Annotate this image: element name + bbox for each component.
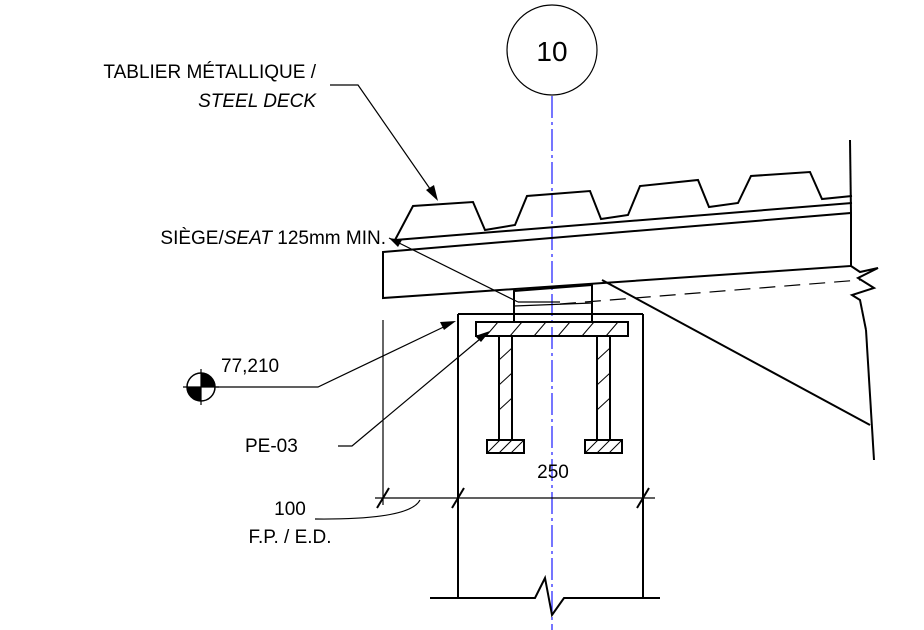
leaders	[216, 84, 560, 447]
steel-deck	[394, 170, 853, 241]
seat-label-prefix: SIÈGE/	[160, 228, 224, 249]
gridline-10: 10	[506, 4, 598, 630]
elevation-value: 77,210	[221, 356, 279, 377]
gridline-bubble	[506, 4, 598, 96]
plate-label: PE-03	[245, 436, 298, 457]
dimension-edge: 100	[274, 499, 306, 520]
dimension-width: 250	[537, 462, 569, 483]
concrete-pier	[430, 313, 660, 618]
gridline-label: 10	[536, 36, 567, 67]
steel-beam	[382, 139, 879, 461]
bearing-seat	[513, 283, 593, 323]
deck-label-french: TABLIER MÉTALLIQUE /	[103, 62, 316, 83]
seat-label: SIÈGE/SEAT 125mm MIN.	[160, 228, 386, 249]
seat-label-italic: SEAT	[224, 228, 274, 249]
elevation-target-icon	[183, 369, 219, 405]
edge-distance-note: F.P. / E.D.	[248, 527, 331, 548]
embed-plate	[475, 321, 629, 454]
seat-label-suffix: 125mm MIN.	[272, 228, 386, 249]
dimension-lines	[314, 320, 655, 520]
deck-label-english: STEEL DECK	[198, 91, 317, 112]
